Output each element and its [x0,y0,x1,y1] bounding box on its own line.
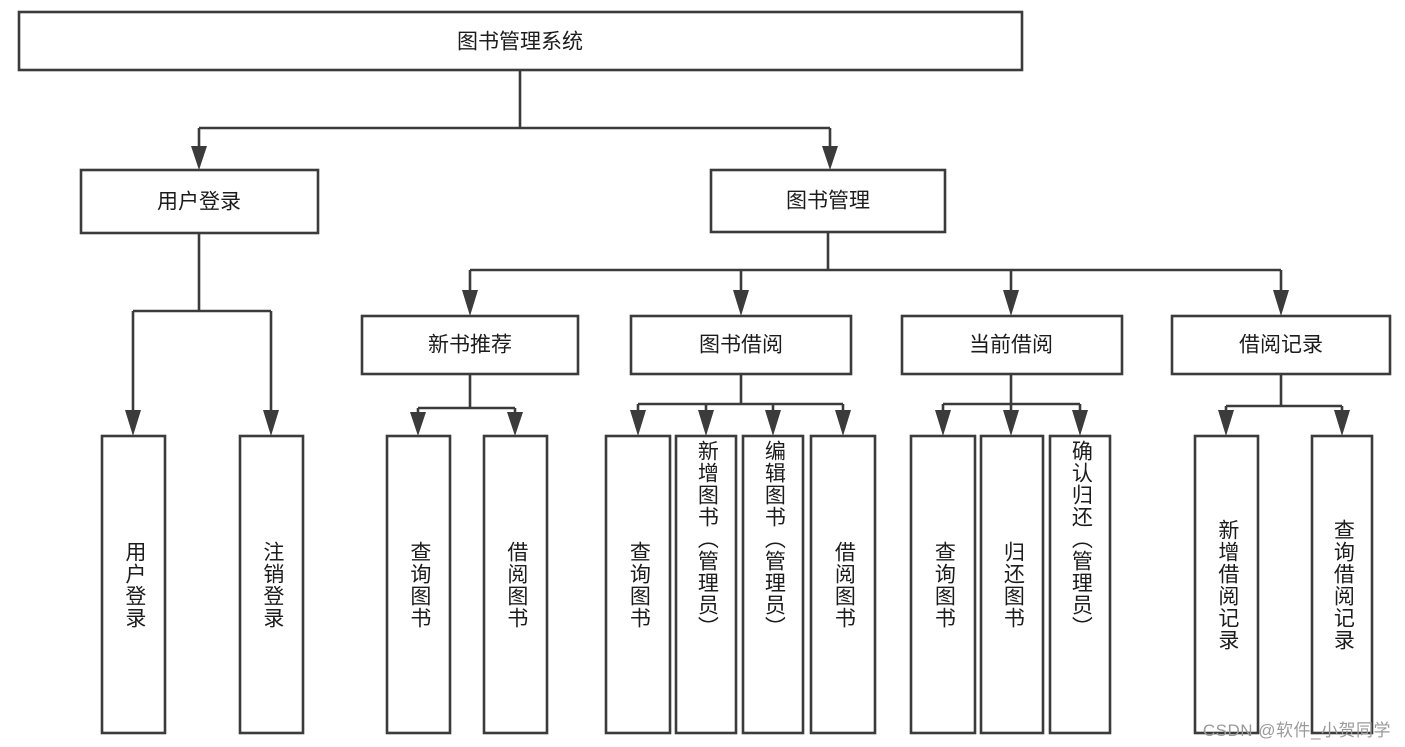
node-root[interactable]: 图书管理系统 [17,10,1024,72]
leaf-box-borrow-book-2[interactable] [809,434,877,735]
arrow-head-leaf-confirm-return [1072,410,1088,436]
arrow-head-leaf-return-book [1003,410,1019,436]
node-root-label: 图书管理系统 [457,31,583,54]
arrow-head-leaf-query-book-1 [410,412,426,436]
node-book-manage-box[interactable] [709,168,947,234]
node-current-borrow-box[interactable] [900,314,1124,376]
leaf-box-query-record[interactable] [1310,434,1374,735]
leaf-box-logout[interactable] [238,434,305,735]
arrow-head-user-login [191,146,207,170]
node-user-login-label: 用户登录 [157,191,241,214]
node-book-manage[interactable]: 图书管理 [709,168,947,234]
arrow-head-leaf-logout [263,410,279,436]
leaf-box-edit-book[interactable] [741,434,805,735]
arrow-head-leaf-add-record [1218,410,1234,436]
arrow-head-leaf-query-book-3 [935,410,951,436]
node-user-login[interactable]: 用户登录 [79,168,320,235]
node-borrow-record-box[interactable] [1170,314,1392,376]
leaf-box-query-book-1[interactable] [385,434,452,735]
node-current-borrow-label: 当前借阅 [969,334,1053,357]
node-new-book-recommend-box[interactable] [360,314,580,376]
arrow-head-borrow-record [1273,290,1289,316]
arrow-head-new-book-recommend [462,290,478,316]
node-current-borrow[interactable]: 当前借阅 [900,314,1124,376]
leaf-box-add-record[interactable] [1193,434,1260,735]
node-new-book-recommend[interactable]: 新书推荐 [360,314,580,376]
leaf-box-user-login[interactable] [100,434,167,735]
arrow-head-leaf-borrow-book-1 [507,412,523,436]
node-book-manage-label: 图书管理 [786,190,870,213]
arrow-head-leaf-add-book [698,410,714,436]
leaf-boxes [100,434,1374,735]
node-book-borrow-label: 图书借阅 [699,334,783,357]
leaf-box-confirm-return[interactable] [1048,434,1112,735]
node-user-login-box[interactable] [79,168,320,235]
arrow-head-leaf-user-login [125,410,141,436]
node-book-borrow[interactable]: 图书借阅 [629,314,853,376]
connectors [125,70,1350,436]
arrow-head-book-manage [822,146,838,170]
node-borrow-record[interactable]: 借阅记录 [1170,314,1392,376]
node-root-box[interactable] [17,10,1024,72]
leaf-box-query-book-2[interactable] [604,434,672,735]
arrow-head-leaf-query-record [1334,410,1350,436]
leaf-box-query-book-3[interactable] [909,434,977,735]
csdn-watermark: CSDN @软件_小贺同学 [1202,721,1391,740]
arrow-head-book-borrow [733,290,749,316]
node-borrow-record-label: 借阅记录 [1239,334,1323,357]
leaf-box-borrow-book-1[interactable] [482,434,549,735]
leaf-box-add-book[interactable] [674,434,738,735]
arrow-head-current-borrow [1003,290,1019,316]
arrow-head-leaf-borrow-book-2 [835,410,851,436]
leaf-box-return-book[interactable] [979,434,1045,735]
arrow-head-leaf-edit-book [765,410,781,436]
node-new-book-recommend-label: 新书推荐 [428,334,512,357]
node-book-borrow-box[interactable] [629,314,853,376]
arrow-head-leaf-query-book-2 [630,410,646,436]
